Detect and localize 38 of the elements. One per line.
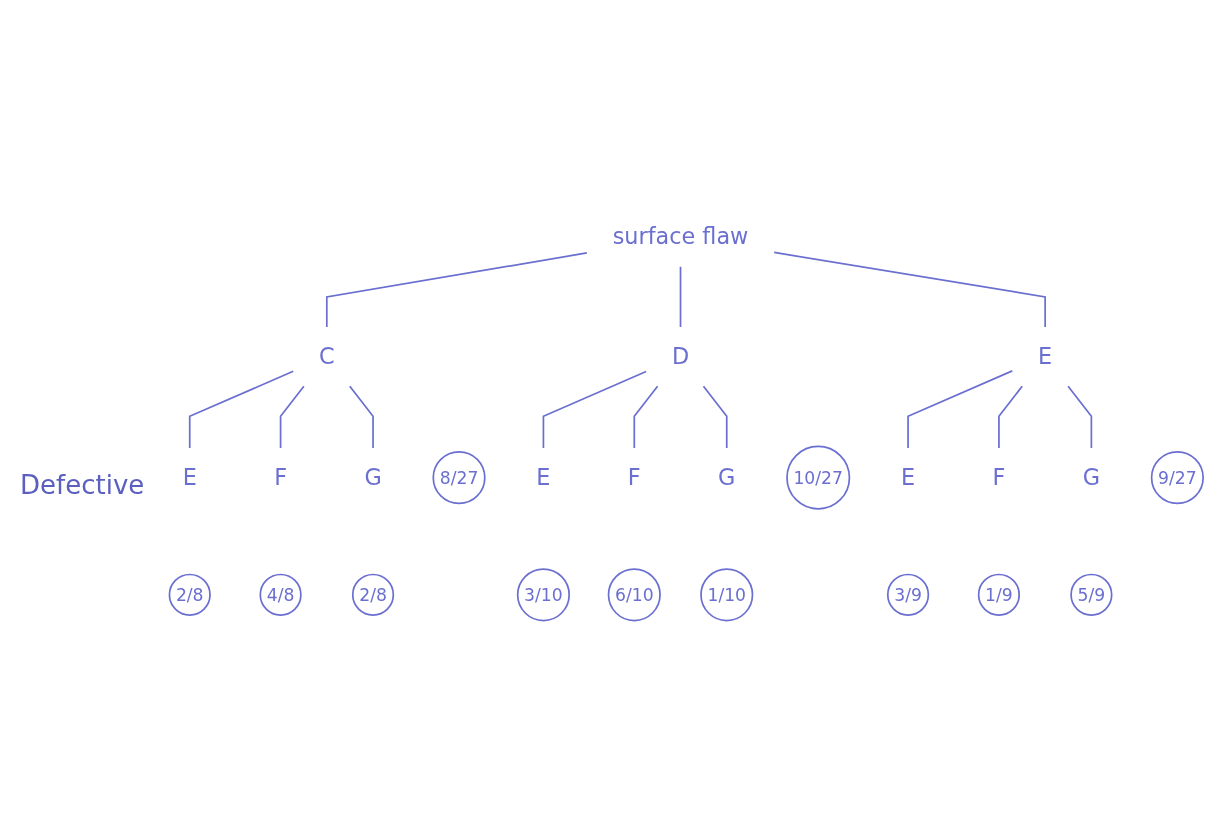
node-circle: 2/8 [351, 573, 395, 616]
node-text: G [1082, 464, 1101, 491]
node-text: F [627, 464, 641, 491]
branch-line [679, 265, 682, 328]
branch-line [633, 385, 659, 449]
node-text: surface flaw [612, 223, 749, 250]
row-label: Defective [20, 470, 145, 500]
node-circle: 1/9 [977, 573, 1021, 616]
branch-line [348, 385, 374, 449]
node-circle: 5/9 [1070, 573, 1113, 616]
node-circle: 3/9 [886, 573, 930, 616]
node-circle: 9/27 [1150, 451, 1204, 505]
branch-line [542, 370, 647, 449]
branch-line [279, 385, 305, 449]
node-text: F [274, 464, 288, 491]
node-text: F [992, 464, 1006, 491]
branch-line [998, 385, 1024, 449]
node-text: E [182, 464, 197, 491]
node-text: E [901, 464, 916, 491]
node-text: G [364, 464, 382, 491]
node-circle: 4/8 [259, 573, 302, 616]
node-text: D [671, 343, 690, 370]
node-circle: 1/10 [700, 568, 754, 622]
node-text: C [319, 343, 335, 370]
branch-line [773, 251, 1046, 328]
node-circle: 3/10 [516, 568, 571, 622]
node-text: G [718, 464, 736, 491]
node-circle: 2/8 [168, 573, 211, 616]
branch-line [1067, 385, 1093, 449]
node-text: E [1038, 343, 1053, 370]
branch-line [907, 370, 1014, 449]
node-circle: 6/10 [607, 568, 661, 622]
branch-line [325, 252, 588, 328]
branch-line [702, 385, 728, 449]
node-text: E [536, 464, 551, 491]
node-circle: 8/27 [432, 451, 486, 505]
branch-line [188, 370, 295, 449]
node-circle: 10/27 [786, 445, 851, 510]
